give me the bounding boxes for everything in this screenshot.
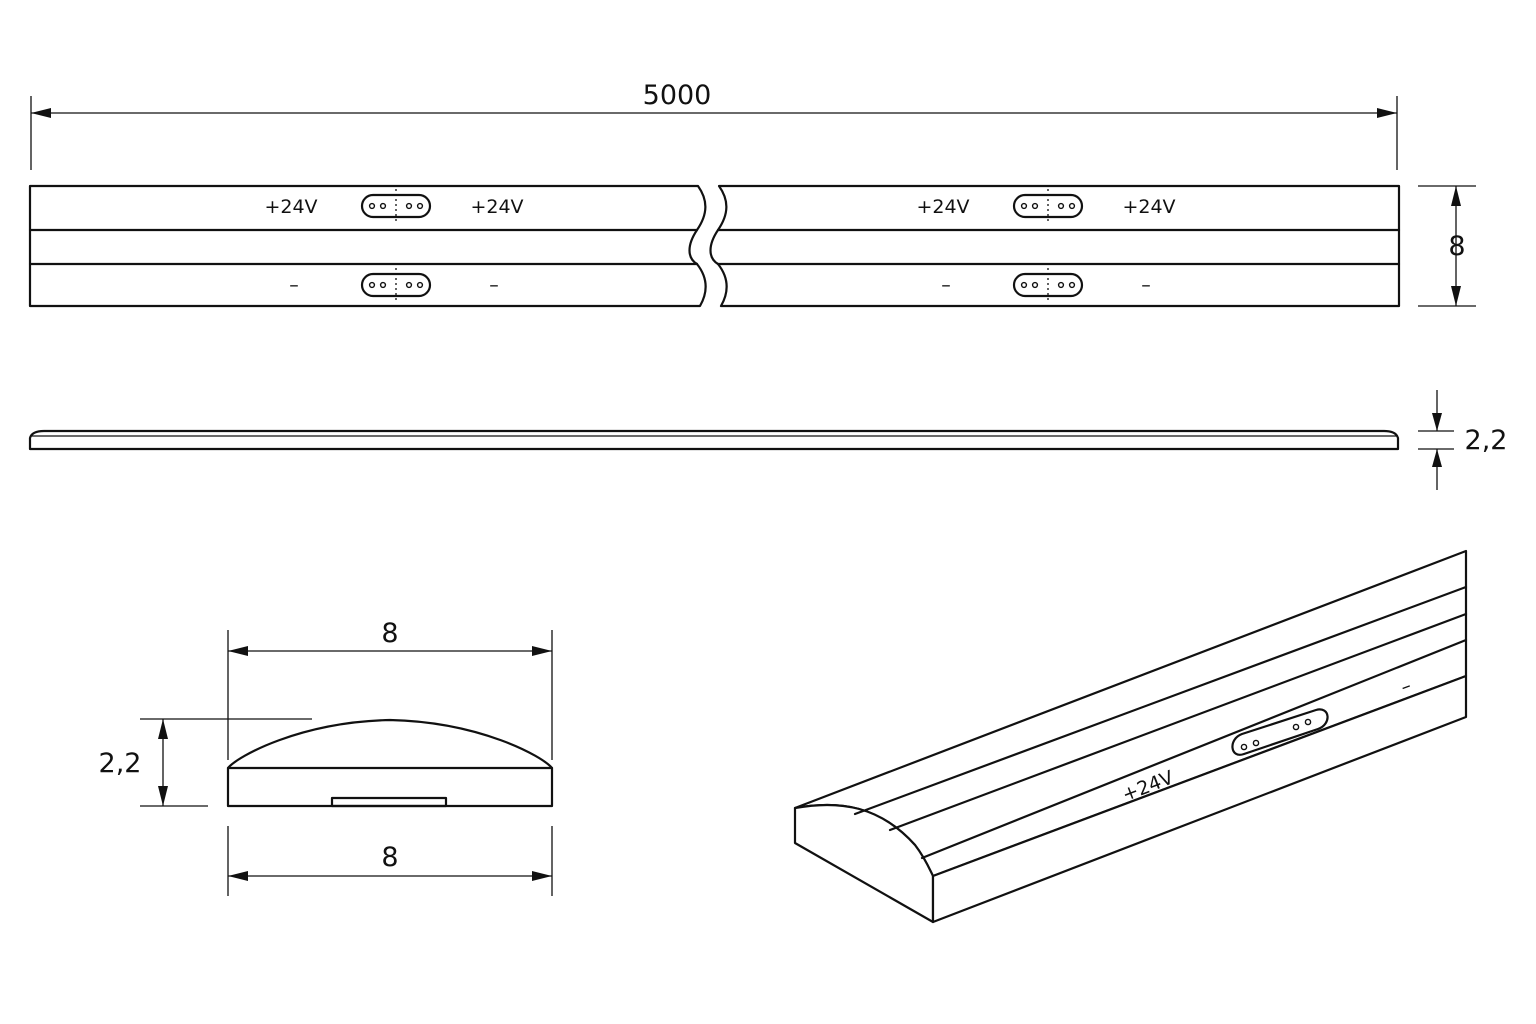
section-top-width-label: 8 bbox=[381, 618, 398, 649]
cross-section: 8 8 2,2 bbox=[99, 618, 554, 896]
label-minus: – bbox=[489, 274, 499, 296]
solder-pad-plus-left bbox=[360, 189, 432, 223]
solder-pad-plus-right bbox=[1012, 189, 1084, 223]
isometric-solder-pad bbox=[1231, 708, 1329, 756]
height-dimension: 2,2 bbox=[1418, 390, 1507, 490]
section-height-label: 2,2 bbox=[99, 748, 142, 779]
length-arrow-right bbox=[1377, 108, 1397, 118]
isometric-view: +24V – bbox=[793, 549, 1468, 924]
width-dimension: 8 bbox=[1418, 185, 1476, 307]
label-minus: – bbox=[941, 274, 951, 296]
label-plus-24v: +24V bbox=[916, 196, 969, 218]
top-view: +24V +24V – – +24V +24V – – bbox=[28, 184, 1401, 308]
isometric-end-cap bbox=[793, 803, 935, 924]
label-plus-24v: +24V bbox=[1122, 196, 1175, 218]
side-view bbox=[28, 429, 1400, 451]
cross-section-profile bbox=[226, 718, 554, 808]
length-arrow-left bbox=[31, 108, 51, 118]
solder-pad-minus-left bbox=[360, 268, 432, 302]
section-bottom-width-label: 8 bbox=[381, 842, 398, 873]
side-view-profile bbox=[28, 429, 1400, 451]
label-plus-24v: +24V bbox=[470, 196, 523, 218]
top-view-right-segment bbox=[709, 184, 1401, 308]
length-dimension: 5000 bbox=[30, 80, 1398, 170]
width-dimension-label: 8 bbox=[1448, 231, 1465, 262]
height-dimension-label: 2,2 bbox=[1465, 425, 1508, 456]
label-minus: – bbox=[289, 274, 299, 296]
isometric-side-face bbox=[931, 674, 1468, 924]
length-dimension-label: 5000 bbox=[643, 80, 712, 111]
top-view-left-segment bbox=[28, 184, 707, 308]
label-plus-24v: +24V bbox=[264, 196, 317, 218]
label-minus: – bbox=[1141, 274, 1151, 296]
cross-section-pcb bbox=[330, 796, 448, 808]
solder-pad-minus-right bbox=[1012, 268, 1084, 302]
